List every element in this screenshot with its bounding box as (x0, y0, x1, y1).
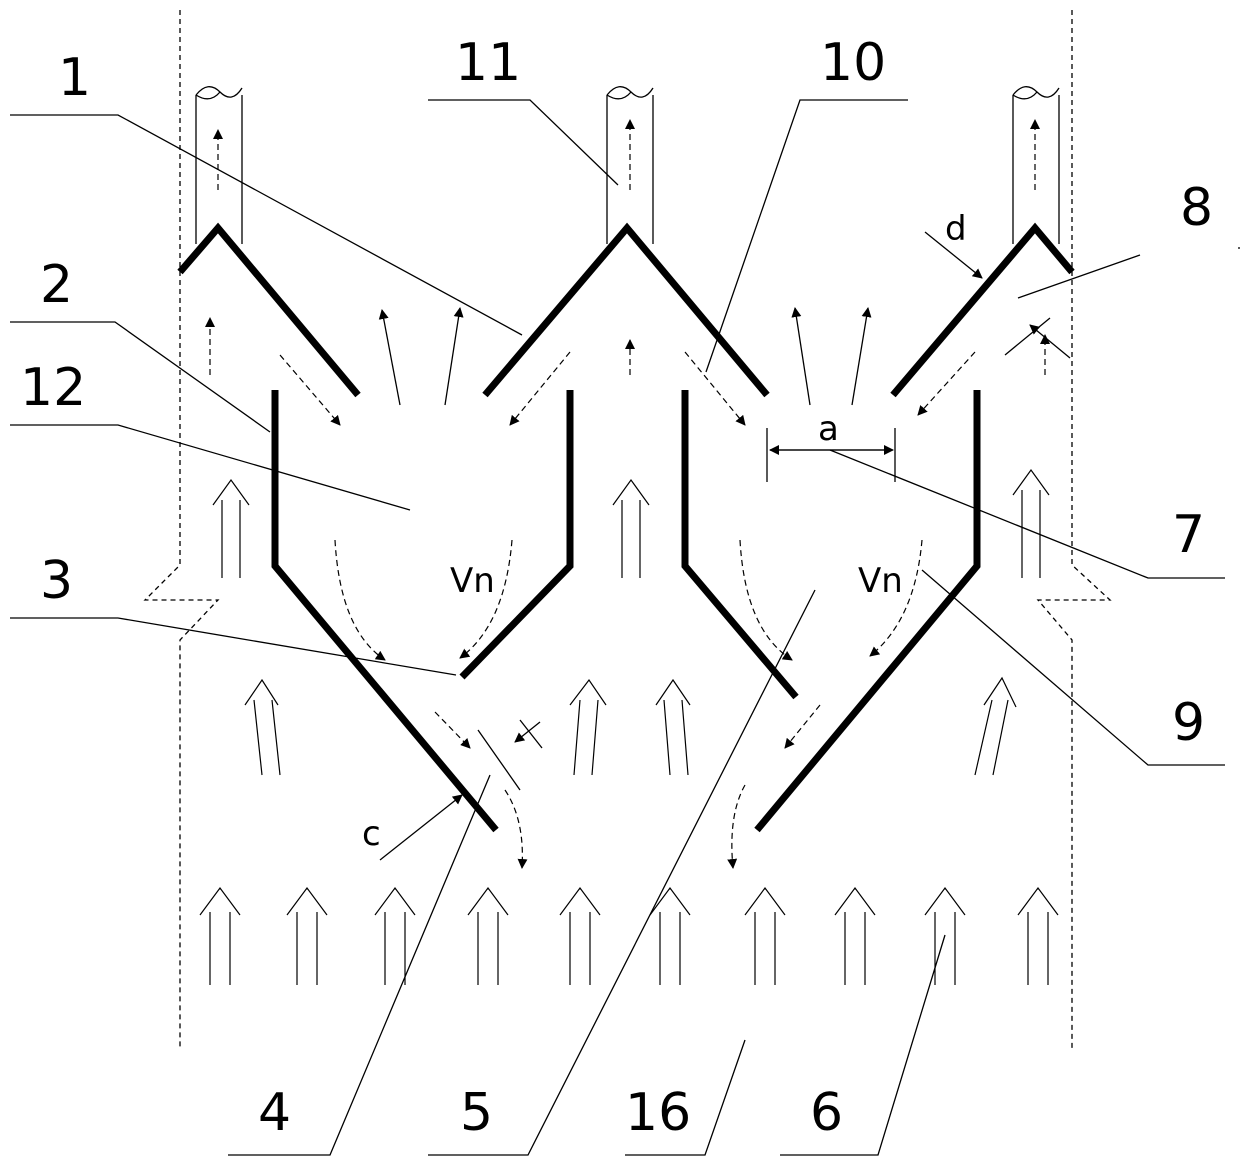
dimension-d-label: d (945, 209, 967, 249)
label-12: 12 (20, 358, 86, 418)
hood-left (177, 222, 361, 398)
label-11: 11 (455, 33, 521, 93)
flow-arrows (205, 119, 1050, 869)
label-2: 2 (40, 255, 73, 315)
hood-right (890, 222, 1075, 398)
label-5: 5 (460, 1083, 493, 1143)
baffle-right-outer (754, 390, 981, 833)
separator-plates (177, 222, 1075, 833)
gas-arrows (378, 307, 872, 406)
baffle-left-inner (459, 390, 574, 680)
leader-lines (10, 99, 1240, 1156)
label-1: 1 (58, 48, 91, 108)
baffle-right-inner (681, 390, 799, 700)
velocity-label-right: Vn (858, 561, 903, 601)
outlet-pipes (195, 86, 1060, 244)
outer-wall (143, 10, 1112, 1050)
upflow-arrows (212, 468, 1050, 776)
label-3: 3 (40, 551, 73, 611)
label-4: 4 (258, 1083, 291, 1143)
label-10: 10 (820, 33, 886, 93)
label-7: 7 (1172, 505, 1205, 565)
dimension-a-label: a (818, 409, 839, 449)
velocity-label-left: Vn (450, 561, 495, 601)
label-8: 8 (1180, 178, 1213, 238)
dimension-c-label: c (362, 814, 381, 854)
label-6: 6 (810, 1083, 843, 1143)
bottom-upflow-arrows (199, 886, 1059, 985)
baffle-left-outer (271, 390, 499, 833)
label-9: 9 (1172, 693, 1205, 753)
label-16: 16 (625, 1083, 691, 1143)
hood-center (482, 222, 770, 398)
